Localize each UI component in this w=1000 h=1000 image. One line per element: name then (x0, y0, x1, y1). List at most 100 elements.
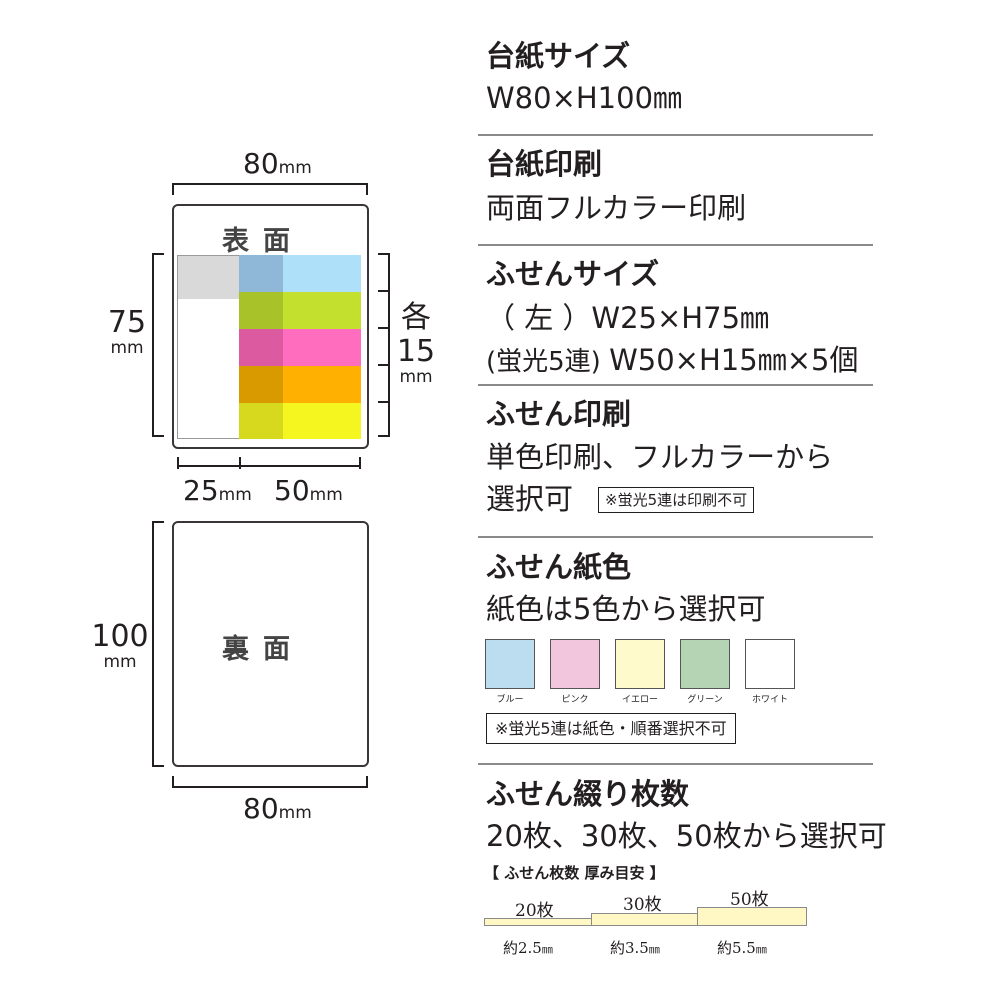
divider (478, 536, 873, 538)
sticky-print-line1: 単色印刷、フルカラーから (486, 440, 834, 474)
strip-light (283, 329, 361, 366)
left-width-label: 25mm (183, 477, 252, 505)
front-title: 表面 (222, 226, 304, 257)
front-width-unit: mm (278, 158, 312, 178)
split-tick-mid (239, 457, 241, 469)
back-height-unit: mm (103, 652, 137, 672)
divider (478, 763, 873, 765)
stack-50-label: 50枚 (730, 890, 769, 910)
color-note: ※蛍光5連は紙色・順番選択不可 (486, 713, 736, 745)
sticky-count-title: ふせん綴り枚数 (486, 777, 690, 811)
approx-unit: ㎜ (541, 943, 553, 956)
swatch-label-green: グリーン (687, 695, 723, 705)
right-width-unit: mm (309, 485, 343, 505)
each-tick-2 (378, 290, 390, 292)
back-width-unit: mm (278, 803, 312, 823)
fluor-value: W50×H15㎜×5個 (609, 343, 859, 377)
divider (478, 134, 873, 136)
each-height-label: 各 15 mm (394, 303, 438, 386)
sticky-size-fluor: (蛍光5連) W50×H15㎜×5個 (486, 343, 859, 377)
each-unit: mm (399, 367, 433, 387)
back-width-num: 80 (243, 792, 279, 825)
back-height-tick-bottom (152, 765, 164, 767)
back-height-line (152, 521, 154, 767)
back-width-label: 80mm (243, 795, 312, 823)
stack-50-approx: 約5.5㎜ (717, 937, 767, 958)
stack-20-label: 20枚 (515, 901, 554, 921)
swatch-blue (485, 639, 535, 689)
each-tick-3 (378, 327, 390, 329)
fluor-strip-yellow (239, 403, 361, 439)
swatch-label-yellow: イエロー (622, 695, 658, 705)
swatch-green (680, 639, 730, 689)
approx-value: 約3.5 (610, 939, 649, 957)
each-tick-1 (378, 253, 390, 255)
swatch-white (745, 639, 795, 689)
each-tick-5 (378, 401, 390, 403)
thickness-guide-heading: 【 ふせん枚数 厚み目安 】 (484, 864, 665, 882)
swatch-label-white: ホワイト (751, 695, 788, 705)
stack-20-pad (484, 918, 592, 926)
front-height-label: 75 mm (105, 308, 149, 357)
stack-30-approx: 約3.5㎜ (610, 937, 660, 958)
sticky-color-title: ふせん紙色 (486, 550, 632, 584)
sticky-size-left: （ 左 ）W25×H75㎜ (486, 301, 770, 335)
back-title: 裏面 (222, 634, 304, 665)
split-tick-right (359, 457, 361, 469)
board-print-title: 台紙印刷 (486, 147, 603, 181)
each-num: 15 (396, 334, 436, 369)
fluor-prefix: (蛍光5連) (486, 347, 601, 377)
front-height-unit: mm (110, 338, 144, 358)
each-height-line (388, 253, 390, 437)
approx-value: 約2.5 (503, 939, 542, 957)
board-size-title: 台紙サイズ (486, 39, 631, 73)
print-note: ※蛍光5連は印刷不可 (598, 487, 755, 513)
divider (478, 244, 873, 246)
fluor-strip-green (239, 292, 361, 329)
front-height-num: 75 (107, 305, 147, 340)
swatch-label-pink: ピンク (561, 695, 589, 705)
strip-dark (239, 329, 283, 366)
fluor-strip-pink (239, 329, 361, 366)
sticky-color-line: 紙色は5色から選択可 (486, 592, 766, 626)
approx-value: 約5.5 (717, 939, 756, 957)
sticky-print-line2: 選択可 (486, 482, 574, 516)
left-sticky-header (178, 256, 239, 299)
back-width-line (172, 786, 368, 788)
front-width-line (172, 183, 368, 185)
front-height-line (152, 253, 154, 437)
front-width-tick-right (366, 183, 368, 195)
swatch-label-blue: ブルー (496, 695, 524, 705)
right-width-num: 50 (274, 474, 310, 507)
front-height-tick-bottom (152, 435, 164, 437)
fluor-strip-blue (239, 255, 361, 292)
back-height-num: 100 (91, 619, 149, 654)
strip-dark (239, 366, 283, 403)
board-size-value: W80×H100㎜ (486, 81, 683, 115)
back-width-tick-right (366, 776, 368, 788)
fluor-strip-orange (239, 366, 361, 403)
back-width-tick-left (172, 776, 174, 788)
swatch-pink (550, 639, 600, 689)
sticky-size-title: ふせんサイズ (486, 257, 660, 291)
sticky-count-line: 20枚、30枚、50枚から選択可 (486, 819, 887, 853)
strip-dark (239, 255, 283, 292)
sticky-print-title: ふせん印刷 (486, 397, 632, 431)
strip-dark (239, 403, 283, 439)
right-width-label: 50mm (274, 477, 343, 505)
strip-light (283, 366, 361, 403)
front-width-label: 80mm (243, 150, 312, 178)
approx-unit: ㎜ (755, 943, 767, 956)
front-width-tick-left (172, 183, 174, 195)
each-tick-6 (378, 435, 390, 437)
strip-dark (239, 292, 283, 329)
stack-50-pad (697, 907, 807, 926)
back-height-tick-top (152, 521, 164, 523)
swatch-yellow (615, 639, 665, 689)
stack-20-approx: 約2.5㎜ (503, 937, 553, 958)
back-height-label: 100 mm (90, 622, 150, 671)
approx-unit: ㎜ (648, 943, 660, 956)
strip-light (283, 403, 361, 439)
divider (478, 384, 873, 386)
strip-light (283, 292, 361, 329)
